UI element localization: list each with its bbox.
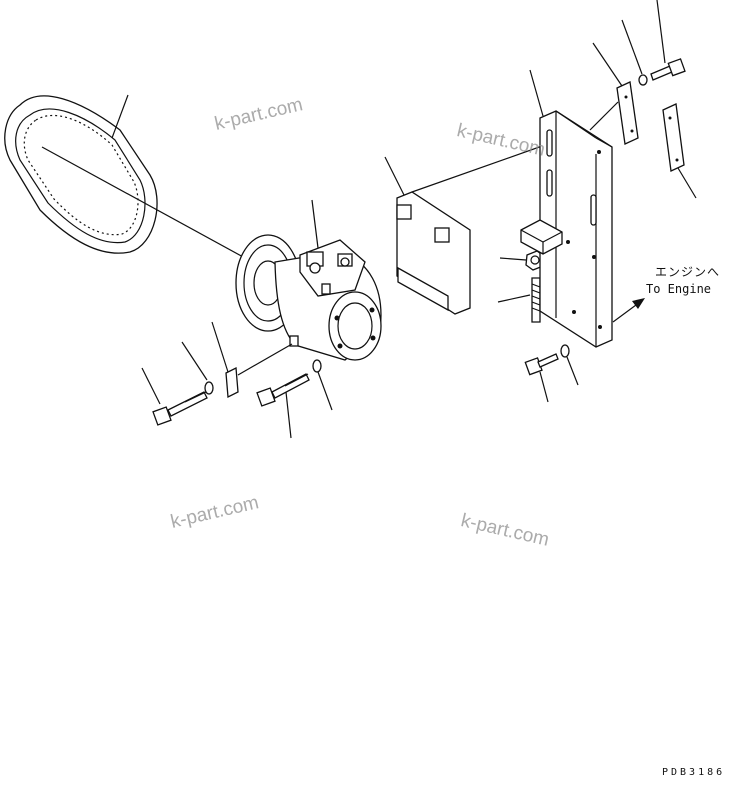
leader-line [589,101,619,131]
leader-line [621,19,643,75]
bolt [524,353,559,376]
leader-line [211,321,229,373]
leader-line [677,167,697,199]
leader-line [592,42,623,87]
washer [560,344,570,358]
bolt [256,373,310,407]
washer [312,359,322,373]
washer [638,74,648,86]
drawing-code: PDB3186 [662,767,726,778]
leader-line [141,367,161,405]
direction-label-jp: エンジンへ [655,265,721,279]
stud-bolt [531,277,541,323]
leader-line [41,146,246,259]
bracket [520,110,613,348]
leader-line [529,69,544,117]
spacer-plate [396,191,471,315]
washer [204,381,214,395]
shim [662,103,685,172]
leader-line [317,371,333,411]
leader-line [384,156,405,196]
leader-line [656,0,666,64]
leader-line [566,356,579,386]
leader-line [497,294,531,303]
shim [616,81,639,145]
direction-label-en: To Engine [646,282,712,296]
v-belt [4,95,158,254]
leader-line [411,144,546,193]
clip [225,343,293,399]
compressor [235,234,382,361]
leader-line [539,371,549,403]
bolt [152,391,208,426]
to-engine-arrow [612,298,645,323]
leader-line [499,257,527,261]
leader-line [285,391,292,439]
leader-line [111,94,129,139]
leader-line [311,199,319,249]
leader-line [181,341,208,381]
bolt [650,58,686,81]
